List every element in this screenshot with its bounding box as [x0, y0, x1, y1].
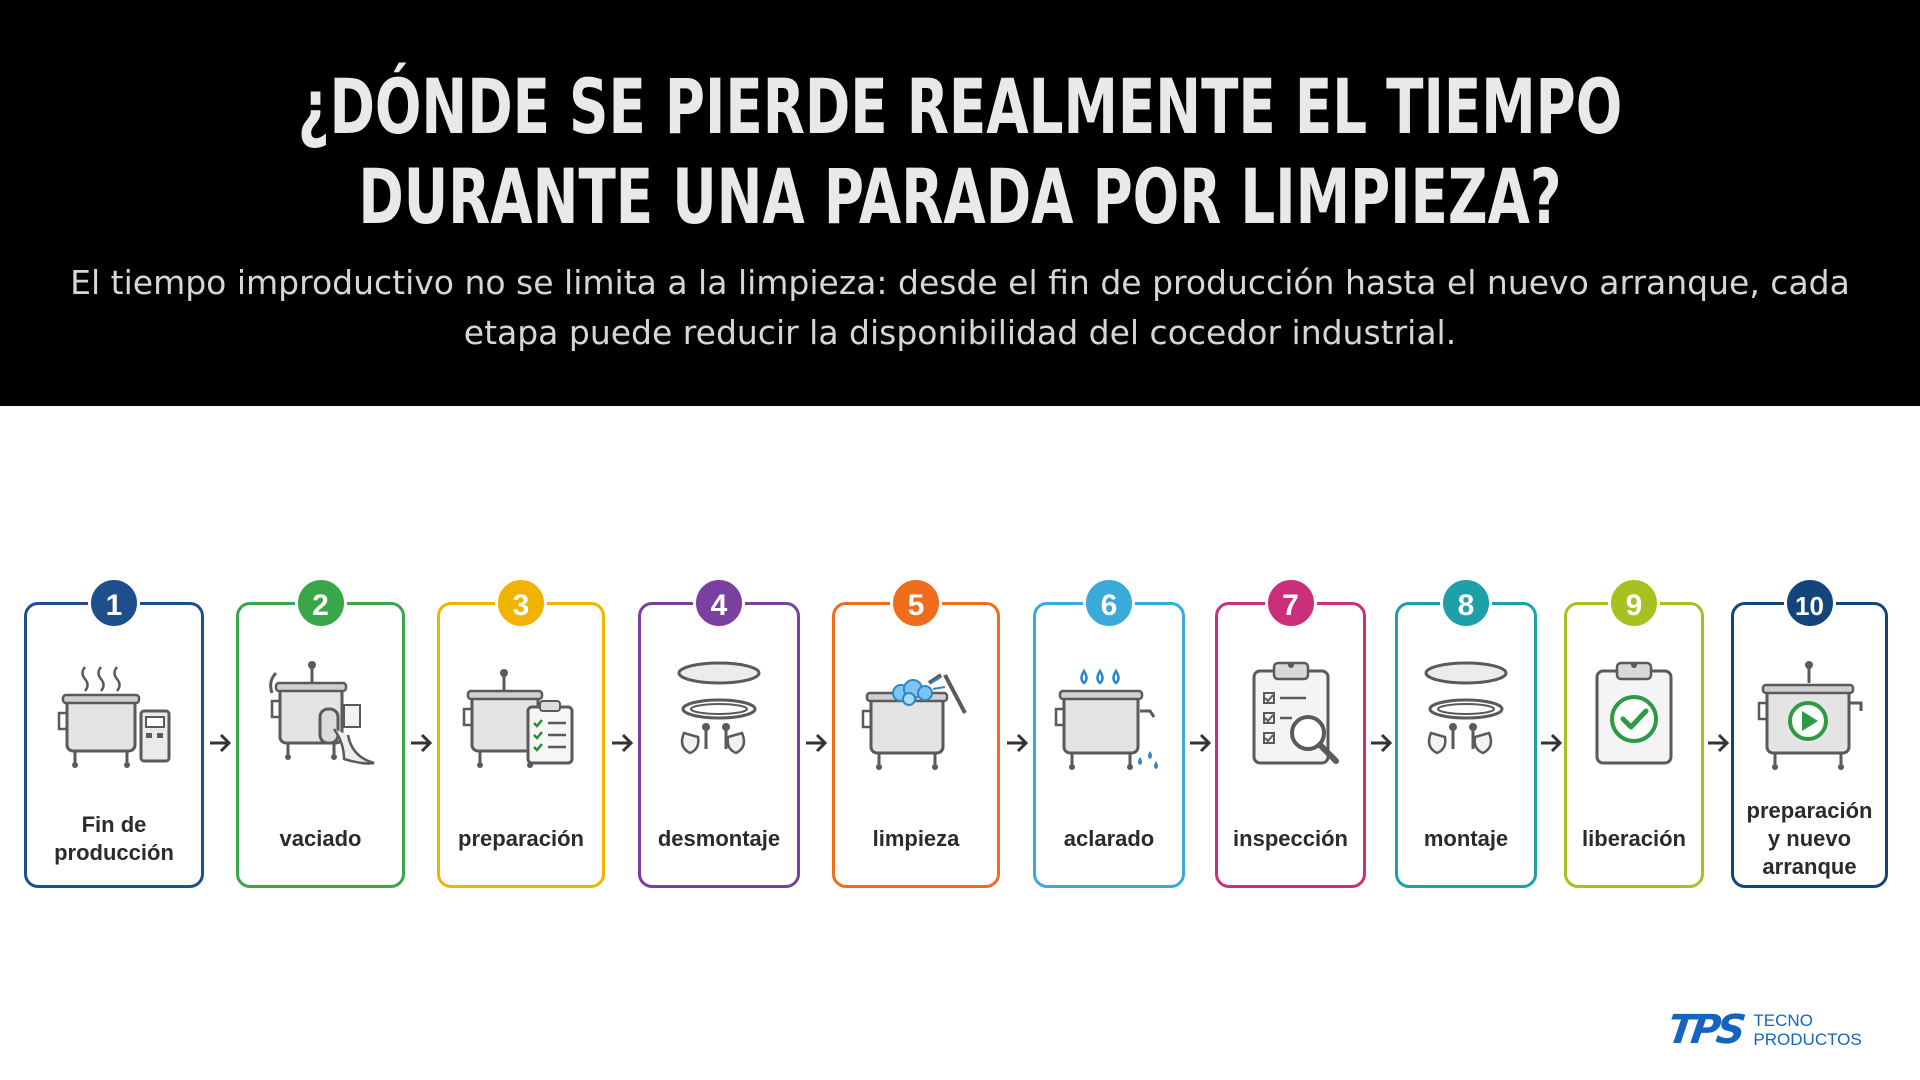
step-number-badge: 6 [1083, 577, 1135, 629]
step-label: liberación [1582, 826, 1686, 851]
company-logo: TPS TECNO PRODUCTOS [1664, 1007, 1878, 1053]
step-number-badge: 5 [890, 577, 942, 629]
subtitle-line-2: etapa puede reducir la disponibilidad de… [463, 313, 1457, 352]
washing-cooker-icon [835, 653, 997, 783]
flow-arrow-icon [1367, 728, 1395, 758]
step-label: montaje [1423, 826, 1509, 851]
step-number-badge: 7 [1264, 577, 1317, 629]
flow-arrow-icon [206, 728, 234, 758]
step-number-badge: 4 [693, 577, 745, 629]
flow-arrow-icon [407, 728, 435, 758]
emptying-cooker-icon [239, 653, 402, 783]
disassembly-parts-icon [641, 653, 797, 783]
cooker-play-icon [1734, 653, 1885, 783]
process-steps: 1 Fin de producción 2 [0, 570, 1920, 930]
step-label: preparación [458, 826, 584, 851]
title-line-2: DURANTE UNA PARADA POR LIMPIEZA? [358, 152, 1562, 241]
step-card-3: 3 preparación [437, 577, 605, 888]
step-label: vaciado [279, 826, 362, 851]
logo-line-1: TECNO [1753, 1011, 1813, 1030]
subtitle-line-1: El tiempo improductivo no se limita a la… [70, 263, 1850, 302]
inspection-clipboard-icon [1218, 653, 1363, 783]
flow-arrow-icon [802, 728, 830, 758]
step-card-10: 10 preparación y nuevo arranque [1731, 577, 1888, 888]
flow-arrow-icon [1704, 728, 1732, 758]
flow-arrow-icon [1537, 728, 1565, 758]
step-number-badge: 10 [1783, 577, 1836, 629]
step-card-6: 6 aclarado [1033, 577, 1185, 888]
logo-text: TECNO PRODUCTOS [1753, 1011, 1861, 1049]
steaming-cooker-icon [27, 653, 201, 783]
step-number-badge: 2 [294, 577, 347, 629]
step-card-4: 4 desmontaje [638, 577, 800, 888]
step-card-1: 1 Fin de producción [24, 577, 204, 888]
step-card-2: 2 vaciado [236, 577, 405, 888]
step-label: preparación y nuevo arranque [1746, 798, 1873, 879]
release-clipboard-check-icon [1567, 653, 1701, 783]
step-number-badge: 3 [495, 577, 547, 629]
rinsing-cooker-icon [1036, 653, 1182, 783]
assembly-parts-icon [1398, 653, 1534, 783]
step-card-5: 5 limpieza [832, 577, 1000, 888]
step-number-badge: 8 [1440, 577, 1492, 629]
step-card-9: 9 liberación [1564, 577, 1704, 888]
logo-line-2: PRODUCTOS [1753, 1030, 1862, 1049]
page-title: ¿DÓNDE SE PIERDE REALMENTE EL TIEMPO DUR… [269, 62, 1651, 242]
cooker-checklist-icon [440, 653, 602, 783]
step-label: Fin de producción [54, 812, 174, 865]
flow-arrow-icon [1003, 728, 1031, 758]
step-card-7: 7 inspección [1215, 577, 1366, 888]
step-label: aclarado [1063, 826, 1155, 851]
step-card-8: 8 montaje [1395, 577, 1537, 888]
step-label: desmontaje [657, 826, 781, 851]
flow-arrow-icon [608, 728, 636, 758]
step-number-badge: 9 [1608, 577, 1660, 629]
page-subtitle: El tiempo improductivo no se limita a la… [70, 258, 1850, 358]
step-number-badge: 1 [88, 577, 140, 629]
flow-arrow-icon [1186, 728, 1214, 758]
step-label: inspección [1233, 826, 1348, 851]
header-banner: ¿DÓNDE SE PIERDE REALMENTE EL TIEMPO DUR… [0, 0, 1920, 406]
logo-mark: TPS [1664, 1007, 1745, 1053]
title-line-1: ¿DÓNDE SE PIERDE REALMENTE EL TIEMPO [297, 62, 1623, 151]
step-label: limpieza [872, 826, 960, 851]
